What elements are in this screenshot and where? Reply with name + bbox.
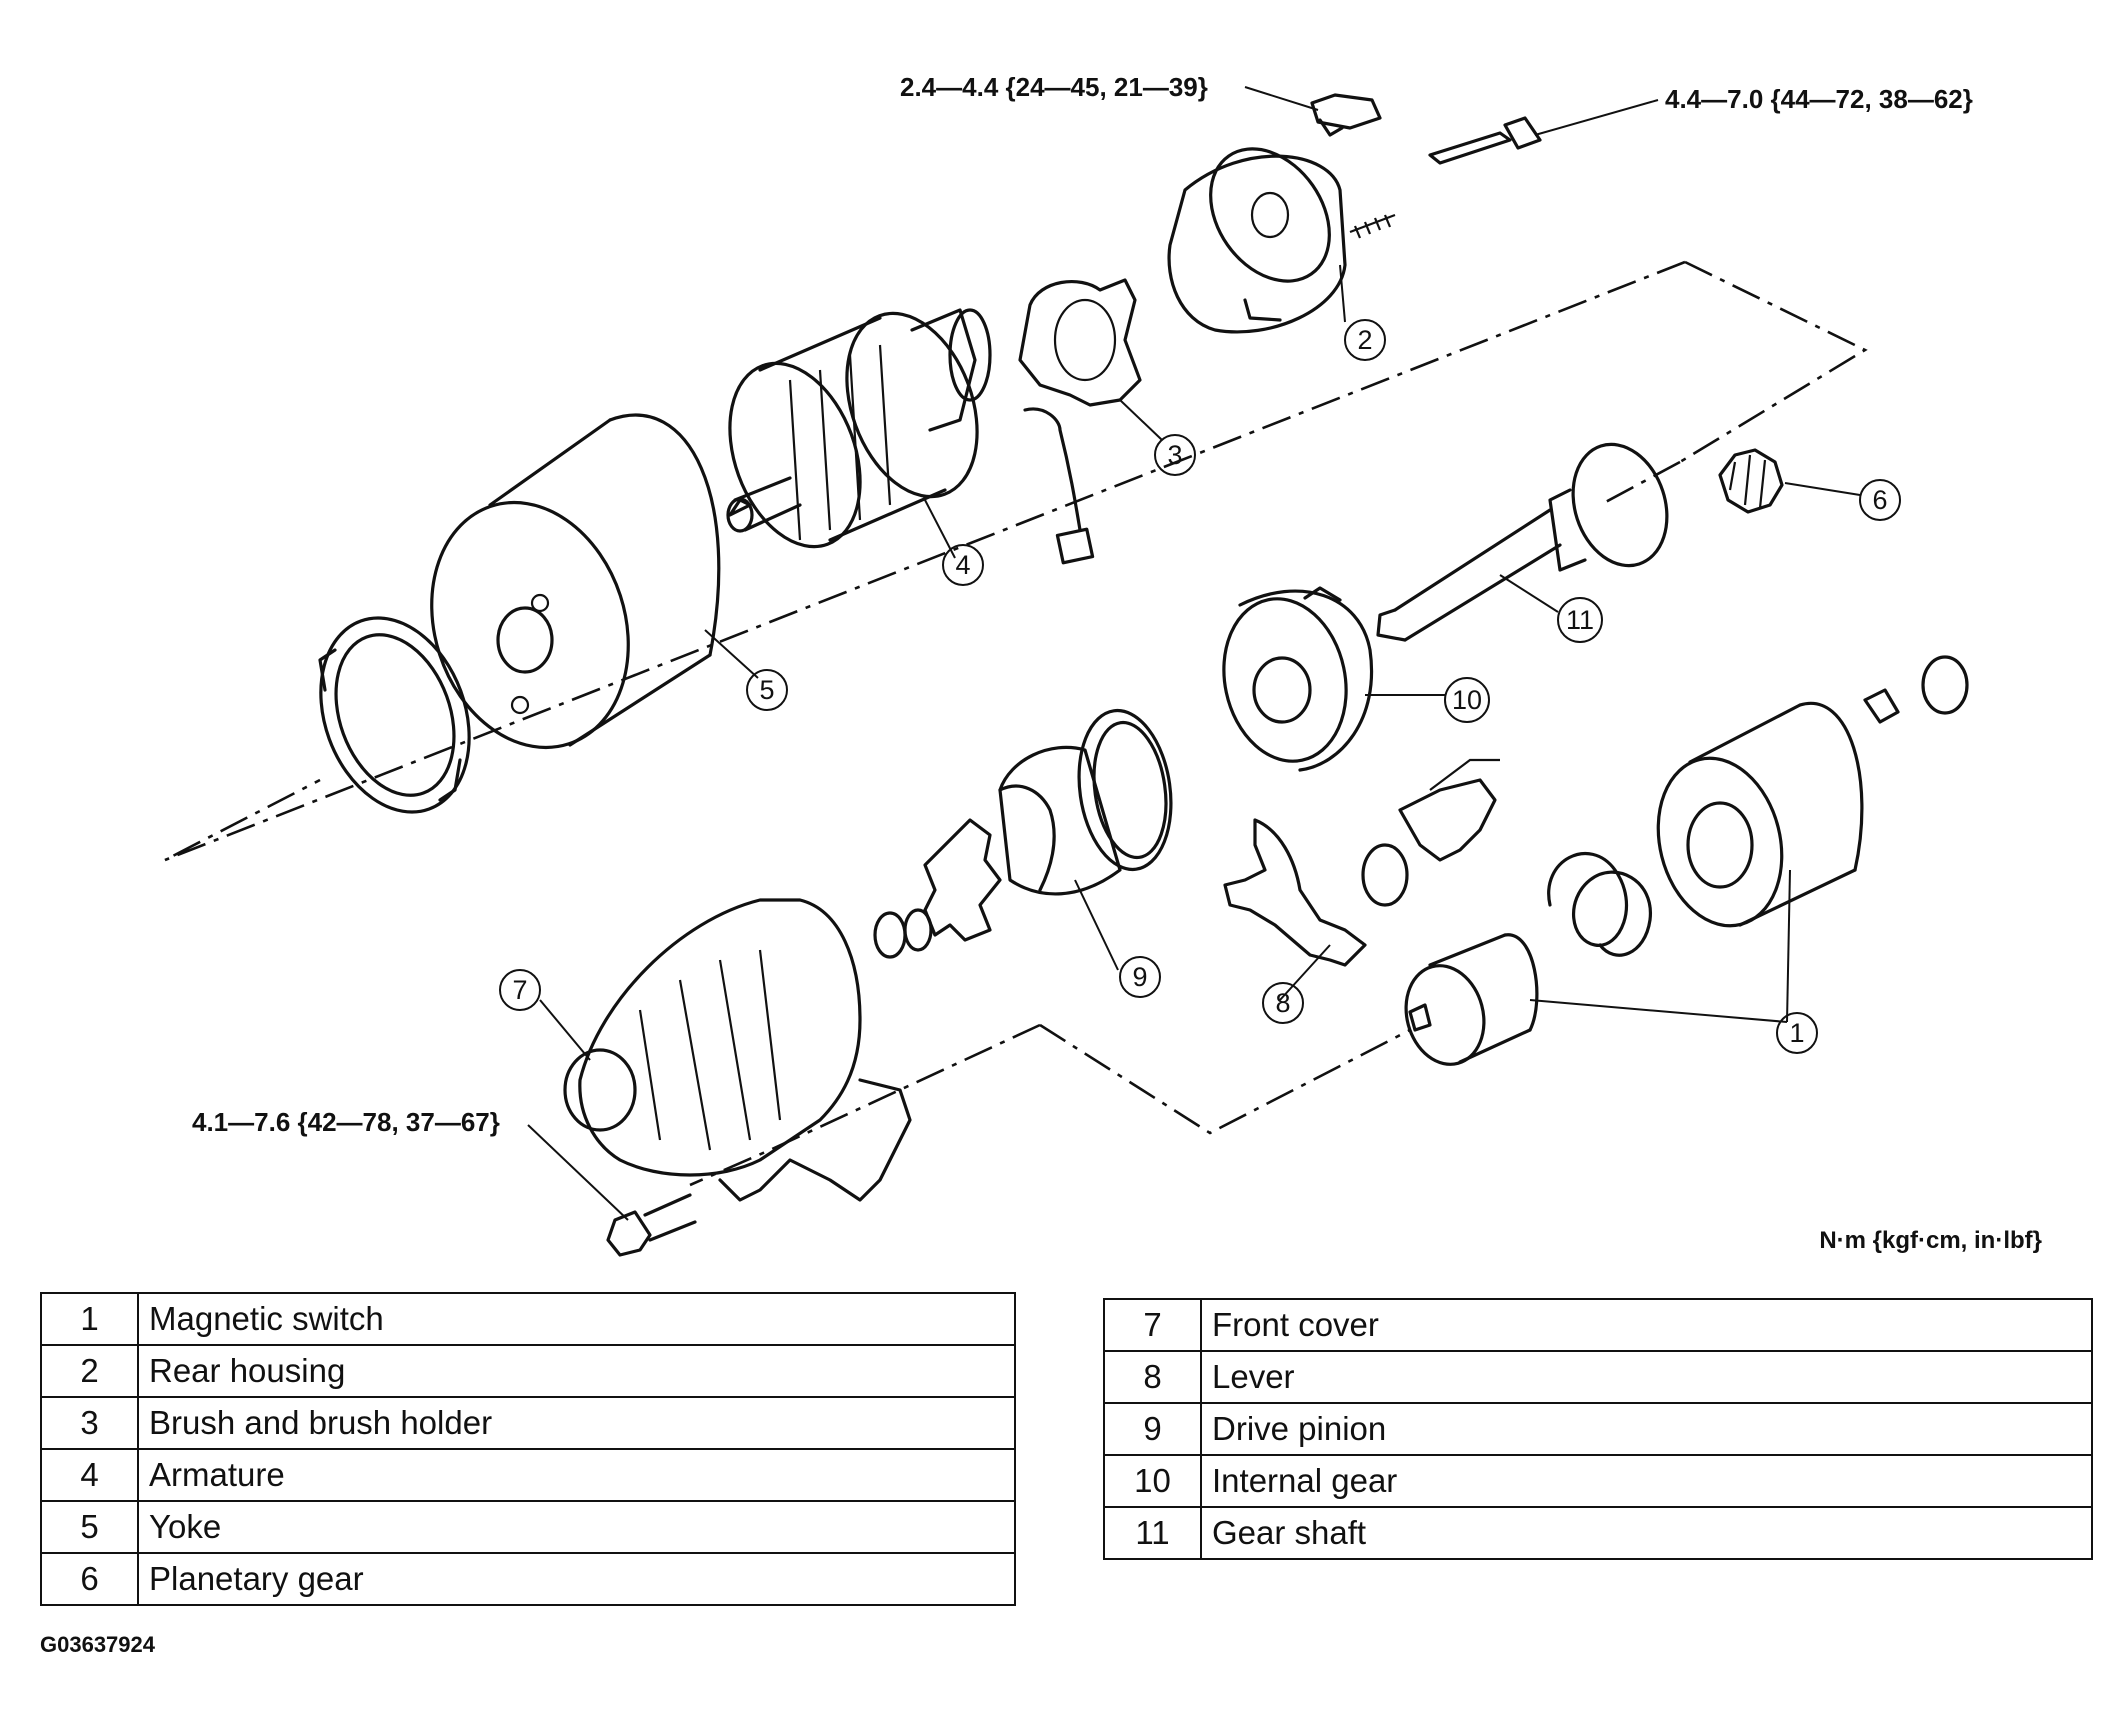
legend-part-name: Planetary gear bbox=[137, 1552, 1016, 1606]
internal-gear bbox=[1222, 586, 1373, 772]
legend-part-name: Magnetic switch bbox=[137, 1292, 1016, 1346]
snap-ring bbox=[873, 908, 933, 959]
callout-9-label: 9 bbox=[1132, 962, 1147, 992]
callout-6: 6 bbox=[1859, 479, 1901, 521]
legend-number: 6 bbox=[40, 1552, 139, 1606]
callout-5: 5 bbox=[746, 669, 788, 711]
unit-note: N·m {kgf·cm, in·lbf} bbox=[1819, 1227, 2042, 1254]
yoke bbox=[430, 413, 721, 750]
legend-part-name: Drive pinion bbox=[1200, 1402, 2093, 1456]
assembly-axis-lines bbox=[164, 260, 1868, 1187]
callout-11-label: 11 bbox=[1566, 605, 1594, 635]
legend-part-name: Internal gear bbox=[1200, 1454, 2093, 1508]
legend-number: 7 bbox=[1103, 1298, 1202, 1352]
front-cover-bolt bbox=[606, 1193, 697, 1257]
drive-pinion bbox=[923, 708, 1173, 942]
rear-housing-bolt bbox=[1310, 93, 1382, 137]
callout-5-label: 5 bbox=[759, 675, 774, 705]
callout-11: 11 bbox=[1557, 597, 1603, 643]
planetary-gear bbox=[1718, 448, 1784, 514]
callout-4: 4 bbox=[942, 544, 984, 586]
plunger bbox=[1404, 933, 1539, 1066]
torque-front-cover-bolt: 4.1—7.6 {42—78, 37—67} bbox=[192, 1107, 500, 1137]
callout-2-label: 2 bbox=[1357, 325, 1372, 355]
callout-7-label: 7 bbox=[512, 975, 527, 1005]
callout-10-label: 10 bbox=[1452, 685, 1482, 715]
legend-part-name: Armature bbox=[137, 1448, 1016, 1502]
legend-number: 1 bbox=[40, 1292, 139, 1346]
torque-through-bolt: 4.4—7.0 {44—72, 38—62} bbox=[1665, 84, 1973, 114]
through-bolt bbox=[1349, 116, 1542, 239]
legend-part-name: Lever bbox=[1200, 1350, 2093, 1404]
callout-6-label: 6 bbox=[1872, 485, 1887, 515]
callout-8-label: 8 bbox=[1275, 988, 1290, 1018]
torque-rear-housing-bolt: 2.4—4.4 {24—45, 21—39} bbox=[900, 72, 1208, 102]
callout-1: 1 bbox=[1776, 1012, 1818, 1054]
legend-number: 3 bbox=[40, 1396, 139, 1450]
legend-number: 5 bbox=[40, 1500, 139, 1554]
callout-1-label: 1 bbox=[1789, 1018, 1804, 1048]
callout-3-label: 3 bbox=[1167, 440, 1182, 470]
legend-part-name: Yoke bbox=[137, 1500, 1016, 1554]
magnetic-switch bbox=[1656, 655, 1969, 928]
callout-7: 7 bbox=[499, 969, 541, 1011]
legend-number: 8 bbox=[1103, 1350, 1202, 1404]
legend-number: 10 bbox=[1103, 1454, 1202, 1508]
gear-shaft bbox=[1376, 442, 1669, 642]
callout-8: 8 bbox=[1262, 982, 1304, 1024]
brush-holder bbox=[1018, 278, 1142, 565]
legend-number: 4 bbox=[40, 1448, 139, 1502]
armature bbox=[726, 308, 992, 549]
front-cover bbox=[563, 898, 912, 1202]
leader-lines bbox=[527, 86, 1861, 1221]
legend-part-name: Gear shaft bbox=[1200, 1506, 2093, 1560]
lever bbox=[1223, 758, 1500, 967]
seal-ring bbox=[318, 616, 471, 814]
legend-number: 9 bbox=[1103, 1402, 1202, 1456]
callout-9: 9 bbox=[1119, 956, 1161, 998]
legend-part-name: Front cover bbox=[1200, 1298, 2093, 1352]
callout-4-label: 4 bbox=[955, 550, 970, 580]
callout-2: 2 bbox=[1344, 319, 1386, 361]
legend-number: 2 bbox=[40, 1344, 139, 1398]
callout-10: 10 bbox=[1444, 677, 1490, 723]
legend-part-name: Brush and brush holder bbox=[137, 1396, 1016, 1450]
legend-number: 11 bbox=[1103, 1506, 1202, 1560]
legend-part-name: Rear housing bbox=[137, 1344, 1016, 1398]
figure-code: G03637924 bbox=[40, 1632, 156, 1657]
return-spring bbox=[1547, 851, 1652, 957]
rear-housing bbox=[1167, 147, 1347, 334]
callout-3: 3 bbox=[1154, 434, 1196, 476]
